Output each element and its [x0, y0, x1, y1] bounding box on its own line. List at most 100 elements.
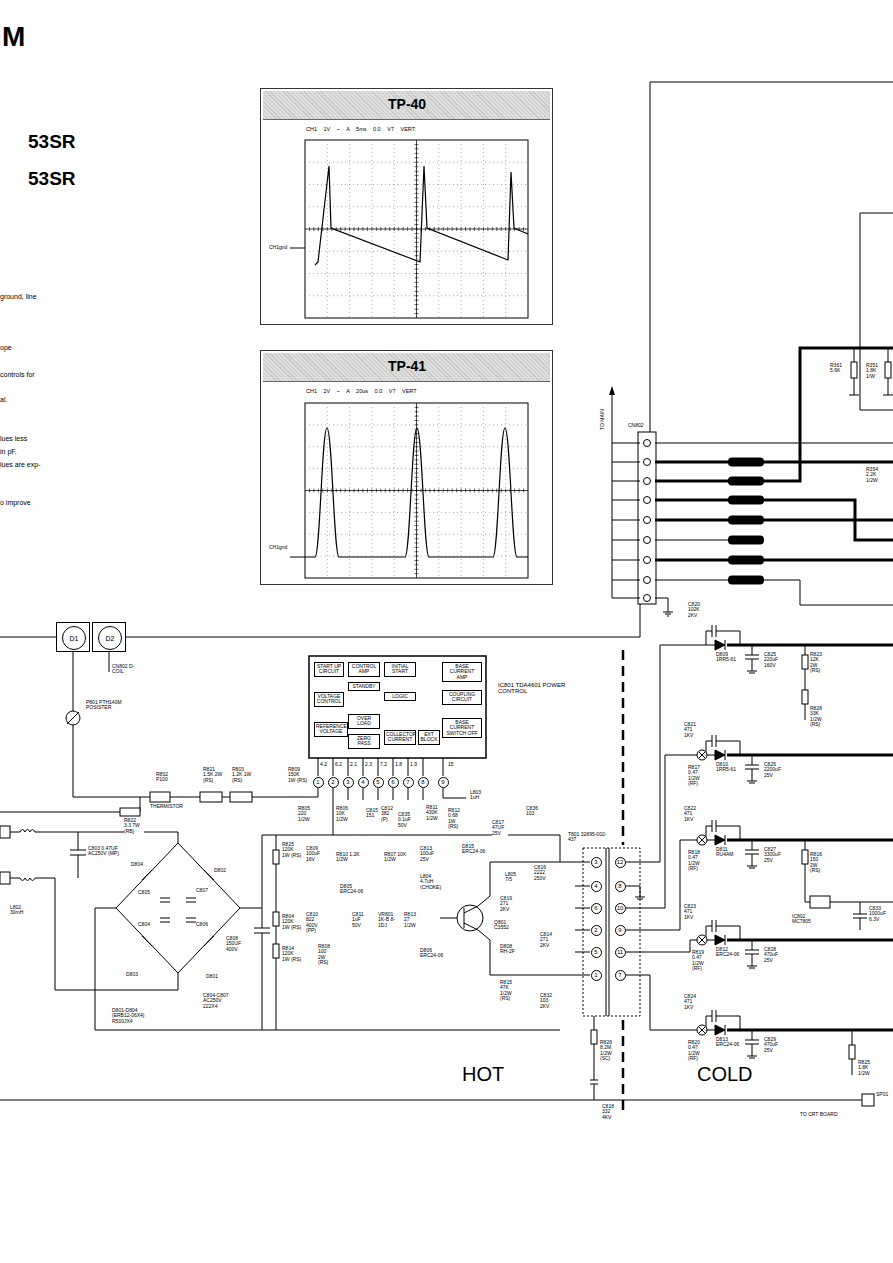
note-text: controls for	[0, 371, 35, 378]
component-label: R805 220 1/2W	[298, 806, 316, 822]
component-label: C815 151	[366, 808, 380, 819]
component-label: C805	[138, 890, 150, 895]
pin-number: 4	[594, 883, 597, 889]
component-label: D811 RU4AM	[716, 847, 738, 858]
pin-circle: 6	[591, 903, 602, 914]
pin-number: 1	[594, 972, 597, 978]
ic-lead	[318, 758, 443, 776]
terminal-circle: D2	[98, 626, 122, 650]
component-label: TO CRT BOARD	[800, 1112, 838, 1117]
pin-number: 1	[316, 779, 319, 785]
component-label: R826 8.2M 1/2W (SC)	[600, 1040, 618, 1061]
block-text: COLLECTOR CURRENT	[386, 732, 414, 743]
component-label: C829 470uF 25V	[764, 1037, 784, 1053]
wire	[575, 886, 590, 952]
component-label: C832 103 2KV	[540, 993, 554, 1009]
resistor-symbol	[885, 362, 891, 378]
pin-circle: 2	[328, 777, 339, 788]
wire	[0, 604, 640, 812]
component-label: R808 100 2W (RS)	[318, 944, 334, 965]
scope-grid	[305, 140, 528, 318]
connector-pin	[644, 517, 651, 524]
diode-symbol	[715, 935, 725, 945]
note-text: lues less	[0, 435, 27, 442]
pin-circle: 11	[615, 947, 626, 958]
component-label: C821 471 1KV	[684, 722, 700, 738]
pin-number: 9	[618, 927, 621, 933]
ground-symbol	[663, 395, 893, 616]
component-label: R818 0.47 1/2W (RF)	[688, 850, 704, 871]
thermistor-symbol	[150, 792, 170, 802]
resistor-symbol	[802, 850, 808, 864]
connector-pin	[644, 497, 651, 504]
component-label: C819 271 2KV	[500, 896, 514, 912]
ic-function-block: OVER LOAD	[348, 714, 380, 729]
posister-mark	[67, 712, 79, 724]
transformer-outline	[583, 848, 640, 1016]
block-text: CONTROL AMP	[350, 664, 378, 675]
ground-reference: CH1gnd	[269, 544, 287, 550]
arrow-head	[609, 386, 615, 395]
component-label: CN802	[628, 423, 644, 428]
pin-number: 5	[594, 949, 597, 955]
component-label: R823 12K 2W (RS)	[810, 652, 826, 673]
connector-symbol	[862, 1094, 874, 1106]
component-label: D804	[131, 862, 143, 867]
pin-number: 10	[617, 905, 624, 911]
component-label: THERMISTOR	[150, 804, 183, 809]
connector-pin	[644, 557, 651, 564]
pin-circle: 4	[591, 881, 602, 892]
wire	[626, 645, 715, 1030]
ground-reference: CH1gnd	[269, 244, 287, 250]
connector-pin	[644, 595, 651, 602]
pin-circle: 5	[591, 947, 602, 958]
resistor-symbol	[273, 912, 279, 926]
note-text: lues are exp-	[0, 461, 40, 468]
component-label: D809 1RR5-61	[716, 652, 738, 663]
component-label: R361 5.6K	[830, 363, 850, 374]
pin-circle: 10	[615, 903, 626, 914]
pin-circle: 9	[615, 925, 626, 936]
component-label: R804 120K 1W (RS)	[282, 914, 302, 930]
component-label: C822 471 1KV	[684, 806, 700, 822]
pin-number: 2	[331, 779, 334, 785]
block-text: OVER LOAD	[350, 716, 378, 727]
pin-number: 2	[594, 927, 597, 933]
connector-pin	[644, 440, 651, 447]
terminal-label: D1	[70, 635, 79, 642]
resistor-symbol	[200, 792, 222, 802]
component-label: R802 P100	[156, 772, 178, 783]
component-label: T801 32895-002-437	[568, 832, 608, 843]
pin-circle: 6	[388, 777, 399, 788]
connector-body	[638, 432, 656, 604]
pin-circle: 9	[438, 777, 449, 788]
ic-function-block: STANDBY	[348, 682, 380, 691]
ferrite-bead	[728, 556, 764, 565]
diode-symbol	[715, 750, 725, 760]
terminal-circle: D1	[62, 626, 86, 650]
block-text: VOLTAGE CONTROL	[316, 694, 342, 705]
component-label: C814 271 2KV	[540, 932, 554, 948]
component-label: R825 120K 1W (RS)	[282, 842, 302, 858]
component-label: C826 2200uF 25V	[764, 762, 784, 778]
scope-panel: TP-40CH1 1V ~ A 5ms 0.0 V7 VERTCH1gnd	[260, 88, 553, 325]
component-label: VR801 1K-B 8-1DJ	[378, 912, 396, 928]
note-text: ope	[0, 344, 12, 351]
component-label: P801 PTH140M POSISTER	[86, 700, 124, 711]
wire-group	[0, 82, 893, 1110]
ic-function-block: COLLECTOR CURRENT	[384, 730, 416, 745]
heading-text: 53SR	[28, 169, 76, 189]
pin-number: 6	[594, 905, 597, 911]
pin-circle: 8	[418, 777, 429, 788]
heading-text: COLD	[697, 1064, 753, 1085]
component-label: R351 1.8K 1/W	[866, 363, 884, 379]
pin-number: 11	[617, 949, 623, 955]
pin-circle: 3	[591, 857, 602, 868]
pin-number: 5	[376, 779, 379, 785]
block-text: LOGIC	[386, 694, 414, 699]
block-text: BASE CURRENT SWITCH OFF	[444, 720, 480, 736]
ic-function-block: START UP CIRCUIT	[314, 662, 344, 677]
resistor-symbol	[849, 1045, 855, 1059]
component-label: R819 0.47 1/2W (RF)	[692, 950, 708, 971]
component-label: 1.9	[410, 762, 417, 767]
